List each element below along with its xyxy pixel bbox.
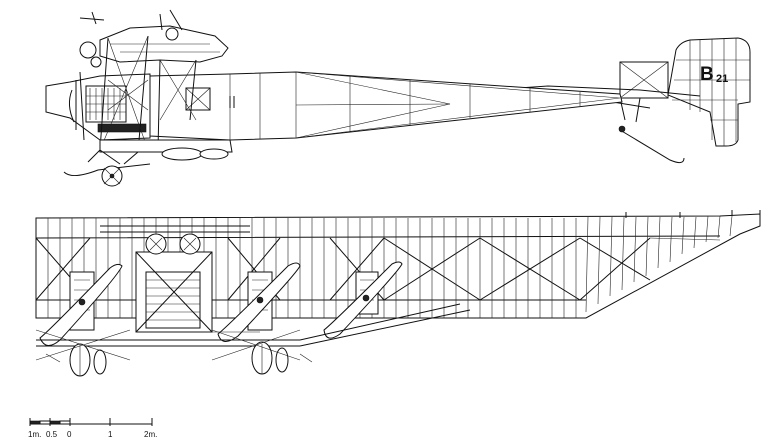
scale-label-1m: 1m. (28, 430, 41, 439)
landing-gear-plan (35, 303, 471, 377)
tail-marking-number: 21 (716, 73, 728, 85)
plan-view (35, 210, 761, 377)
wing-tip-posts (625, 210, 761, 226)
scale-bar: 1m. 0.5 0 1 2m. (28, 418, 157, 439)
scale-label-zero: 0 (67, 430, 72, 439)
scale-label-one: 1 (108, 430, 113, 439)
wing-cross-bracing (35, 237, 721, 301)
forward-struts (99, 35, 197, 153)
lower-wing-side (99, 139, 233, 161)
landing-gear-side (63, 149, 151, 187)
nose-section (45, 71, 151, 141)
centre-section (100, 225, 250, 333)
tail-marking-letter: B (700, 64, 714, 85)
scale-label-half: 0.5 (46, 430, 58, 439)
side-view: B 21 (45, 9, 751, 187)
scale-label-2m: 2m. (144, 430, 157, 439)
propellers (39, 261, 403, 346)
fuselage (149, 71, 623, 141)
tail-fin: B 21 (667, 37, 751, 147)
cockpit-gun-mount (79, 9, 229, 68)
